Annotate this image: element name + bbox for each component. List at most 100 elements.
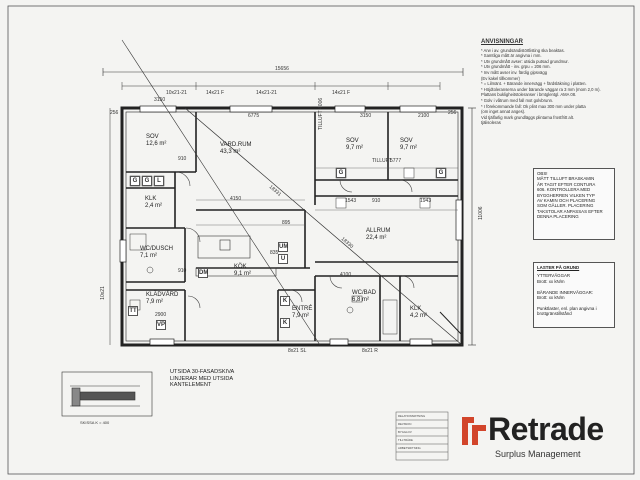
closet-symbol: K	[280, 318, 290, 328]
diagonal-line-1	[121, 39, 321, 346]
loads-line: Punktlaster, enl. plan angivna i	[537, 305, 597, 311]
outside-note-line: UTSIDA 30-FASADSKIVA	[170, 369, 235, 375]
obs-line: SOM GÄLLER. PLACERING	[537, 203, 594, 209]
obs-line: TAKSTOLAR ANPASSAS EFTER	[537, 208, 603, 214]
obs-line: ÄR TAGIT EFTER CONTURA	[537, 181, 596, 187]
note-line: tjälisoleras	[481, 120, 501, 126]
note-line: Plattans bukligheitstoleranser i bmtglen…	[481, 92, 577, 98]
air-intake-label: TILLUFT 4006	[318, 97, 324, 130]
room-klk-1: KLK 2,4 m²	[145, 196, 163, 209]
room-wc-bad: WC/BAD 6,8 m²	[352, 290, 376, 303]
room-kok: KÖK 9,1 m²	[234, 264, 252, 277]
loads-heading: LASTER PÅ GRUND	[537, 265, 580, 270]
dim-inner: 2900	[155, 312, 167, 318]
wardrobe-symbol: L	[154, 176, 164, 186]
loads-line: Brott: xx kN/m	[537, 295, 565, 301]
title-block-row: TILLTRÄDE	[398, 438, 413, 442]
dishwasher-symbol: DM	[198, 268, 209, 278]
dim-inner: 1543	[345, 198, 357, 204]
obs-line: OBS!	[537, 171, 548, 176]
dim-top-segment: 3150	[154, 97, 166, 103]
title-block-row: BYGGLOV	[398, 430, 412, 434]
dim-opening: 14x21 F	[332, 90, 351, 96]
dim-small: 256	[448, 110, 457, 116]
loads-line: brottgränstillstånd	[537, 311, 572, 317]
note-line: Vid tjälfarlig mark grundläggs plintarna…	[481, 114, 575, 120]
wardrobe-symbol: G	[142, 176, 152, 186]
dim-inner: 5777	[390, 158, 402, 164]
heatpump-symbol: VP	[156, 320, 166, 330]
fridge-symbol: UM	[278, 242, 289, 252]
note-line: * Inv mått avser inv. färdig gipsvägg	[481, 69, 548, 75]
wardrobe-symbol: G	[130, 176, 140, 186]
dim-inner: 910	[178, 156, 187, 162]
dryer-symbol: TT	[128, 306, 138, 316]
dim-opening: 14x21-21	[256, 90, 277, 96]
dim-overall-width: 15656	[275, 66, 289, 72]
oven-symbol: U	[278, 254, 288, 264]
dim-top-segment: 3150	[360, 113, 372, 119]
wardrobe-symbol: G	[436, 168, 446, 178]
note-line: * Utv grundmått - inv. grpu = 206 mm.	[481, 64, 551, 70]
room-vardagsrum: VARD.RUM 43,3 m²	[220, 142, 252, 155]
room-klk-2: KLK 4,2 m²	[410, 306, 428, 319]
dim-opening: 14x21 F	[206, 90, 225, 96]
dim-inner: 835	[270, 250, 279, 256]
retrade-mark-icon	[462, 417, 486, 445]
outside-note: UTSIDA 30-FASADSKIVA LINJERAR MED UTSIDA…	[170, 369, 234, 389]
logo-subtitle: Surplus Management	[495, 449, 581, 459]
obs-line: BYGGHERREN VILKEN TYP	[537, 192, 595, 198]
air-intake-label-2: TILLUFT	[372, 158, 392, 164]
note-line: * Samtliga mått är angivna i mm.	[481, 53, 542, 59]
title-block-row: REVISION	[398, 422, 412, 426]
dim-top-segment: 2100	[418, 113, 430, 119]
notes-heading: ANVISNINGAR	[481, 39, 524, 45]
room-allrum: ALLRUM 22,4 m²	[366, 228, 391, 241]
obs-line: AV KAMIN OCH PLACERING	[537, 198, 596, 204]
title-block: RELATIONSRITNING REVISION BYGGLOV TILLTR…	[396, 412, 448, 460]
note-line: * Arw i av. grundsändistörtlisting ska b…	[481, 47, 565, 53]
obs-line: MÄTT TILLUFT BRASKAMIN	[537, 176, 595, 182]
outside-note-line: LINJERAR MED UTSIDA	[170, 375, 234, 382]
dim-bottom-opening: 8x21 SL	[288, 348, 307, 354]
dim-inner: 910	[372, 198, 381, 204]
note-line: * Golv i våtrum med fall mot golvbrunn.	[481, 97, 554, 103]
note-line: * I förekommande fall: Ok plint max 300 …	[481, 103, 586, 109]
dim-inner: 4150	[230, 196, 242, 202]
dim-inner: 1943	[420, 198, 432, 204]
note-line: * = Lilmänt. + Bärande innervägg + färds…	[481, 81, 587, 87]
dim-small: 256	[110, 110, 119, 116]
dim-left-opening: 10x21	[99, 286, 106, 300]
loads-box: LASTER PÅ GRUND YTTERVÄGGAR Brott: xx kN…	[533, 262, 615, 328]
dim-bottom-opening: 8x21 R	[362, 348, 378, 354]
sheet-frame	[7, 5, 635, 475]
obs-line: DENNA PLACERING	[537, 214, 579, 220]
notes-block: ANVISNINGAR * Arw i av. grundsändistörtl…	[481, 39, 631, 126]
diagonal-line-2	[184, 107, 463, 346]
title-block-row: RELATIONSRITNING	[398, 414, 426, 418]
loads-line: Brott: xx kN/m	[537, 278, 565, 284]
logo-brand-text: Retrade	[488, 411, 604, 447]
room-kladvard: KLÄDVÅRD 7,9 m²	[146, 292, 179, 305]
wardrobe-symbol: G	[336, 168, 346, 178]
title-block-row: ARBETSRITNING	[398, 446, 421, 450]
foundation-detail	[61, 371, 153, 417]
outside-note-line: KANTELEMENT	[170, 382, 212, 389]
room-entre: ENTRÉ 7,9 m²	[292, 306, 313, 319]
dim-inner: 910	[178, 268, 187, 274]
room-sov-2: SOV 9,7 m²	[346, 138, 364, 151]
room-sov-1: SOV 12,6 m²	[146, 134, 167, 147]
dim-opening: 10x21-21	[166, 90, 187, 96]
dim-top-segment: 6775	[248, 113, 260, 119]
dim-inner: 4100	[340, 272, 352, 278]
dim-overall-height: 11006	[478, 206, 484, 220]
room-sov-3: SOV 9,7 m²	[400, 138, 418, 151]
note-line: (Ev kakel tillkommer)	[481, 75, 520, 81]
obs-box: OBS! MÄTT TILLUFT BRASKAMIN ÄR TAGIT EFT…	[533, 168, 615, 240]
loads-line: BÄRANDE INNERVÄGGAR:	[537, 289, 594, 295]
note-line: (om inget annat anges).	[481, 109, 526, 115]
loads-line: YTTERVÄGGAR	[537, 273, 571, 279]
obs-line: 606. KONTROLLERA MED	[537, 187, 591, 193]
note-line: * Utv grundmått avser: utsida putsad gru…	[481, 58, 569, 64]
